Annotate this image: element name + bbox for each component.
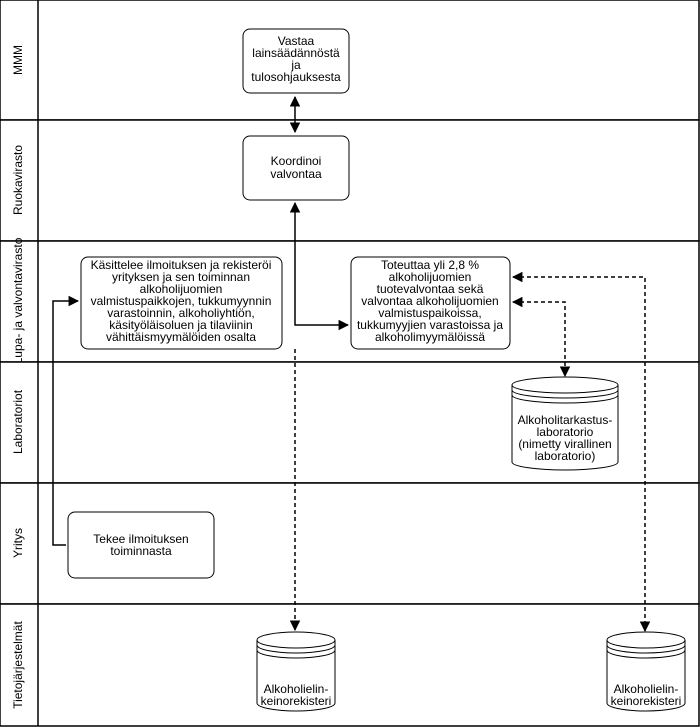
databases: Alkoholitarkastus-laboratorio(nimetty vi…: [256, 376, 686, 712]
database-alkoholitarkastus-laboratorio[interactable]: Alkoholitarkastus-laboratorio(nimetty vi…: [511, 376, 619, 471]
connectors: [52, 95, 651, 633]
lane-label-mmm: MMM: [11, 45, 25, 75]
database-alkoholielinkeinorekisteri-right[interactable]: Alkoholielin-keinorekisteri: [606, 631, 686, 712]
text-line: keinorekisteri: [611, 694, 682, 708]
text-line: Alkoholitarkastus-: [518, 413, 613, 427]
text-line: valvontaa alkoholijuomien: [361, 294, 498, 308]
text-line: Toteuttaa yli 2,8 %: [381, 258, 479, 272]
lane-label-yritys: Yritys: [11, 528, 25, 558]
text-line: Vastaa: [278, 34, 315, 48]
lane-label-ruokavirasto: Ruokavirasto: [11, 145, 25, 215]
lane-label-laboratoriot: Laboratoriot: [11, 389, 25, 454]
database-text-register-right: Alkoholielin-keinorekisteri: [611, 682, 682, 708]
dashed-arrow-lupa-right-register: [511, 271, 651, 633]
text-line: käsityöläisoluen ja tilaviinin: [109, 318, 252, 332]
text-line: Alkoholielin-: [614, 682, 679, 696]
text-line: valmistuspaikkojen, tukkumyynnin: [91, 294, 272, 308]
text-line: yrityksen ja sen toiminnan: [112, 270, 250, 284]
text-line: vähittäismyymälöiden osalta: [106, 330, 256, 344]
text-line: laboratorio: [537, 425, 594, 439]
text-line: toiminnasta: [110, 544, 172, 558]
text-line: valmistuspaikoissa,: [378, 306, 481, 320]
lane-label-lupa-ja-valvontavirasto: Lupa- ja valvontavirasto: [11, 237, 25, 364]
text-line: alkoholijuomien: [140, 282, 223, 296]
database-text-register-left: Alkoholielin-keinorekisteri: [261, 682, 332, 708]
lane-tietojarjestelmat: Tietojärjestelmät: [0, 603, 700, 727]
text-line: alkoholimyymälöissä: [375, 330, 485, 344]
text-line: keinorekisteri: [261, 694, 332, 708]
database-alkoholielinkeinorekisteri-left[interactable]: Alkoholielin-keinorekisteri: [256, 631, 336, 712]
text-line: valvontaa: [270, 167, 322, 181]
text-line: tuotevalvontaa sekä: [377, 282, 484, 296]
text-line: Käsittelee ilmoituksen ja rekisteröi: [91, 258, 272, 272]
text-line: (nimetty virallinen: [518, 437, 611, 451]
text-line: ja: [290, 58, 301, 72]
text-line: Koordinoi: [271, 154, 322, 168]
text-line: tulosohjauksesta: [251, 70, 341, 84]
text-line: Tekee ilmoituksen: [93, 532, 188, 546]
arrow-ruokavirasto-to-lupa-right: [289, 201, 350, 331]
text-line: varastoinnin, alkoholiyhtiön,: [107, 306, 254, 320]
text-line: alkoholijuomien: [389, 270, 472, 284]
text-line: Alkoholielin-: [264, 682, 329, 696]
arrow-yritys-to-lupa-left: [52, 295, 80, 546]
text-line: laboratorio): [535, 449, 596, 463]
database-text-lab: Alkoholitarkastus-laboratorio(nimetty vi…: [518, 413, 613, 463]
text-line: tukkumyyjien varastoissa ja: [357, 318, 503, 332]
text-line: lainsäädännöstä: [252, 46, 340, 60]
lane-label-tietojarjestelmat: Tietojärjestelmät: [11, 621, 25, 709]
